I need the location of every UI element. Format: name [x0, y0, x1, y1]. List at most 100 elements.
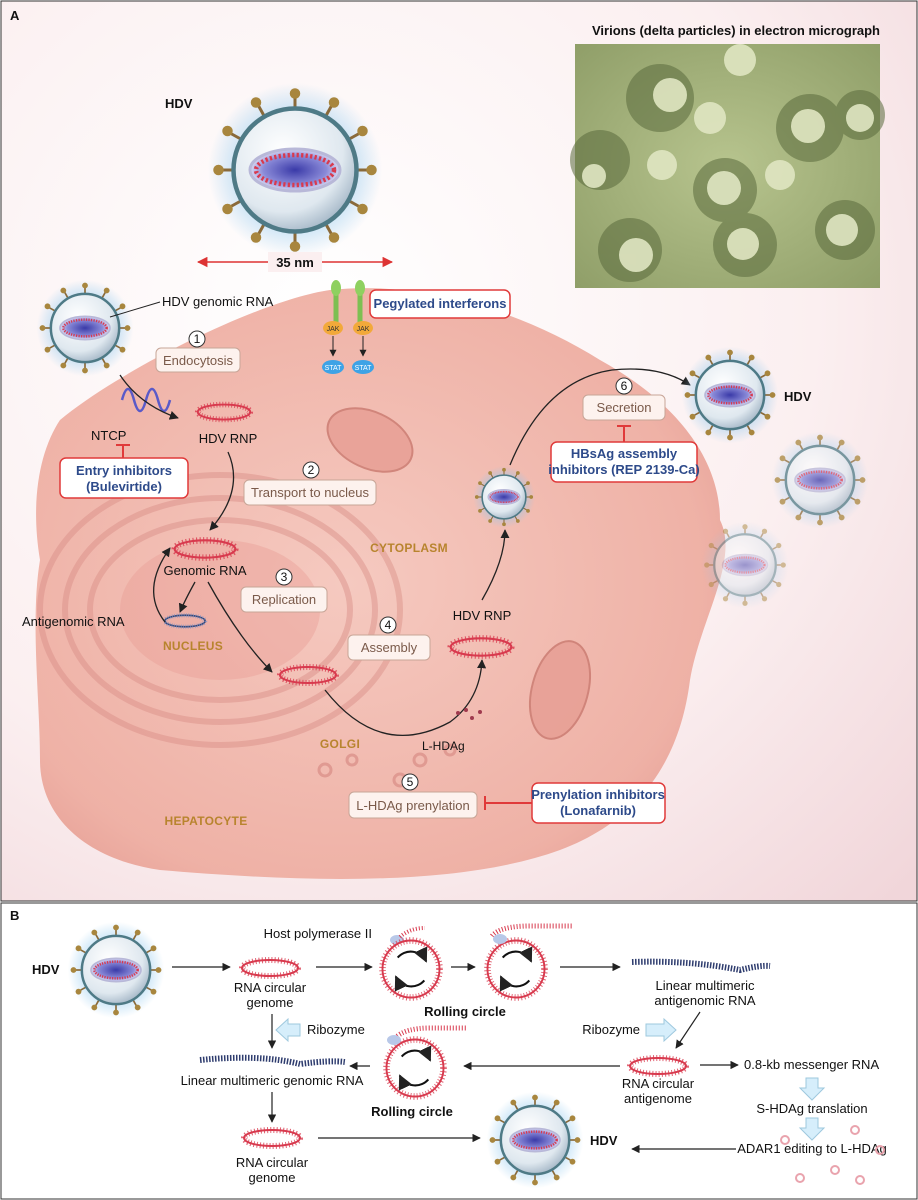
hdv-rnp-assembly-label: HDV RNP [453, 608, 512, 623]
ntcp-receptor [120, 387, 172, 413]
entry-inhibitors-line2: (Bulevirtide) [86, 479, 162, 494]
hdv-b-left-label: HDV [32, 962, 60, 977]
linear-antigenomic-l2: antigenomic RNA [654, 993, 755, 1008]
hdv-virion-entering [35, 278, 135, 378]
stat-label-2: STAT [355, 365, 373, 372]
host-polymerase-label: Host polymerase II [264, 926, 372, 941]
step-2-label: Transport to nucleus [251, 485, 370, 500]
pegylated-interferons-label: Pegylated interferons [374, 296, 507, 311]
antigenomic-rna-label: Antigenomic RNA [22, 614, 125, 629]
jak-label-1: JAK [327, 326, 340, 333]
step-4-label: Assembly [361, 640, 418, 655]
rna-circular-antigenome-l2: antigenome [624, 1091, 692, 1106]
step-5-label: L-HDAg prenylation [356, 798, 469, 813]
prenylation-inhibitors-box [531, 782, 666, 824]
step-1-label: Endocytosis [163, 353, 234, 368]
ribozyme-right-label: Ribozyme [582, 1022, 640, 1037]
hepatocyte-region-label: HEPATOCYTE [164, 814, 247, 828]
step-6-box [582, 394, 666, 421]
hdv-virion-b-bottom [485, 1090, 585, 1190]
step-5-box [348, 791, 478, 819]
rna-circular-genome-l1: RNA circular [234, 980, 307, 995]
hdag-protein-dots [780, 1125, 885, 1185]
l-hdag-label: L-HDAg [422, 739, 465, 753]
step-4-number: 4 [385, 618, 392, 632]
genomic-rna-callout: HDV genomic RNA [162, 294, 274, 309]
ribozyme-left-arrow [275, 1017, 301, 1043]
hdv-virion-released [770, 430, 870, 530]
jak-label-2: JAK [357, 326, 370, 333]
hbsag-inhibitors-box [550, 441, 698, 483]
nucleus-core [120, 540, 320, 680]
nucleus-er-region [37, 472, 403, 748]
panel-a: A HDV 35 nm [0, 0, 918, 902]
hdv-secreted-label: HDV [784, 389, 812, 404]
step-6-label: Secretion [597, 400, 652, 415]
stat-label-1: STAT [325, 365, 343, 372]
rna-circular-genome-l2: genome [247, 995, 294, 1010]
rna-circular-genome-2-l2: genome [249, 1170, 296, 1185]
ribozyme-right-arrow [645, 1017, 677, 1043]
size-label: 35 nm [276, 255, 314, 270]
down-arrow-2 [798, 1117, 826, 1141]
ribozyme-left-label: Ribozyme [307, 1022, 365, 1037]
panel-b-label: B [10, 908, 19, 923]
prenylation-inhibitors-line1: Prenylation inhibitors [531, 787, 665, 802]
micrograph-title: Virions (delta particles) in electron mi… [592, 23, 880, 38]
rolling-circle-2 [488, 941, 545, 998]
prenylation-inhibitors-line2: (Lonafarnib) [560, 803, 636, 818]
hdv-rnp-label: HDV RNP [199, 431, 258, 446]
mrna-label: 0.8-kb messenger RNA [744, 1057, 879, 1072]
entry-inhibitors-line1: Entry inhibitors [76, 463, 172, 478]
step-5-number: 5 [407, 775, 414, 789]
step-3-number: 3 [281, 570, 288, 584]
adar-label: ADAR1 editing to L-HDAg [737, 1141, 887, 1156]
step-6-number: 6 [621, 379, 628, 393]
golgi-region-label: GOLGI [320, 737, 360, 751]
hdv-virion-released [700, 520, 790, 610]
mitochondrion [326, 407, 414, 473]
linear-genomic-label: Linear multimeric genomic RNA [181, 1073, 364, 1088]
panel-b: B HDV RNA circular genome Host polymeras… [0, 902, 918, 1200]
mitochondrion [529, 640, 591, 740]
panel-a-label: A [10, 8, 20, 23]
linear-genomic-rna [199, 1054, 346, 1068]
hbsag-inhibitors-line2: inhibitors (REP 2139-Ca) [548, 462, 699, 477]
genomic-rna-label: Genomic RNA [163, 563, 246, 578]
hdv-virion-secreted [680, 345, 780, 445]
cytoplasm-region-label: CYTOPLASM [370, 541, 448, 555]
step-4-box [347, 634, 431, 661]
hdv-label-top: HDV [165, 96, 193, 111]
nucleus-region-label: NUCLEUS [163, 639, 223, 653]
hdv-virion-large [208, 83, 382, 257]
step-2-number: 2 [308, 463, 315, 477]
down-arrow-1 [798, 1077, 826, 1101]
ntcp-label: NTCP [91, 428, 126, 443]
linear-antigenomic-l1: Linear multimeric [656, 978, 755, 993]
polymerase-ii-icon-3 [387, 1035, 401, 1045]
hdv-b-bottom-label: HDV [590, 1133, 618, 1148]
linear-antigenomic-rna [631, 958, 771, 974]
rolling-circle-label-1: Rolling circle [424, 1004, 506, 1019]
interferon-receptor [322, 280, 374, 374]
step-3-box [240, 586, 328, 613]
hdag-particles [456, 708, 482, 720]
pegylated-interferons-box [369, 289, 511, 319]
electron-micrograph [570, 44, 885, 288]
step-1-number: 1 [194, 332, 201, 346]
step-3-label: Replication [252, 592, 316, 607]
step-1-box [155, 347, 241, 373]
rolling-circle-3 [387, 1040, 444, 1097]
hdv-virion-budding [472, 465, 536, 529]
step-2-box [243, 479, 377, 506]
hbsag-inhibitors-line1: HBsAg assembly [571, 446, 678, 461]
polymerase-ii-icon-2 [493, 934, 507, 944]
hdv-virion-b-left [66, 920, 166, 1020]
rolling-circle-1 [383, 941, 440, 998]
rna-circular-genome-2-l1: RNA circular [236, 1155, 309, 1170]
entry-inhibitors-box [59, 457, 189, 499]
s-hdag-label: S-HDAg translation [756, 1101, 867, 1116]
rolling-circle-label-2: Rolling circle [371, 1104, 453, 1119]
rna-circular-antigenome-l1: RNA circular [622, 1076, 695, 1091]
